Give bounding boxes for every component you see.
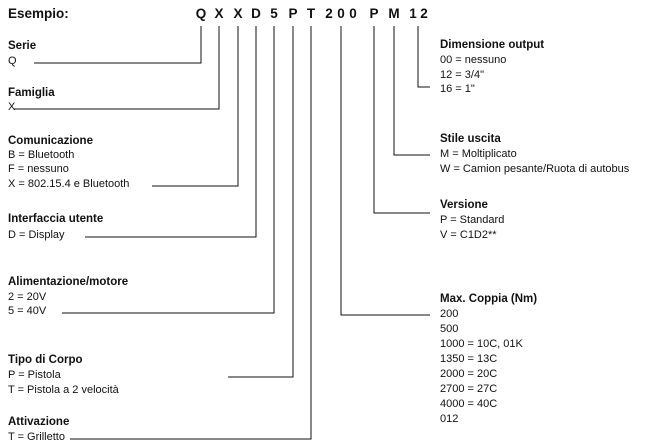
versione-option: V = C1D2** <box>440 229 497 241</box>
stile-option: M = Moltiplicato <box>440 148 517 160</box>
serie-option: Q <box>8 55 17 67</box>
corpo-title: Tipo di Corpo <box>8 354 83 366</box>
connector-attivazione <box>70 26 312 440</box>
coppia-option: 1000 = 10C, 01K <box>440 338 523 350</box>
attivazione-option: T = Grilletto <box>8 431 65 443</box>
code-char-comunicazione: X <box>233 6 243 21</box>
dimensione-option: 12 = 3/4" <box>440 69 484 81</box>
code-char-dimensione-2: 2 <box>420 6 428 21</box>
code-char-famiglia: X <box>214 6 224 21</box>
connector-interfaccia <box>85 26 257 238</box>
attivazione-title: Attivazione <box>8 416 70 428</box>
coppia-option: 012 <box>440 413 459 425</box>
coppia-title: Max. Coppia (Nm) <box>440 293 538 305</box>
connector-serie <box>34 26 202 64</box>
code-char-coppia-2: 0 <box>337 6 345 21</box>
code-char-stile: M <box>388 6 400 21</box>
alimentazione-option: 5 = 40V <box>8 305 47 317</box>
code-char-alimentazione: 5 <box>270 6 278 21</box>
comunicazione-title: Comunicazione <box>8 135 93 147</box>
famiglia-title: Famiglia <box>8 87 55 99</box>
coppia-option: 2000 = 20C <box>440 368 498 380</box>
interfaccia-title: Interfaccia utente <box>8 213 104 225</box>
corpo-option: P = Pistola <box>8 369 61 381</box>
code-char-dimensione-1: 1 <box>409 6 417 21</box>
coppia-option: 4000 = 40C <box>440 398 498 410</box>
code-char-versione: P <box>369 6 379 21</box>
code-char-serie: Q <box>195 6 207 21</box>
coppia-option: 500 <box>440 323 459 335</box>
versione-title: Versione <box>440 199 488 211</box>
coppia-option: 1350 = 13C <box>440 353 498 365</box>
dimensione-option: 16 = 1" <box>440 83 475 95</box>
connector-dimensione <box>417 26 430 88</box>
connector-corpo <box>228 26 294 378</box>
alimentazione-option: 2 = 20V <box>8 291 47 303</box>
stile-option: W = Camion pesante/Ruota di autobus <box>440 163 630 175</box>
code-char-corpo: P <box>288 6 298 21</box>
interfaccia-option: D = Display <box>8 229 65 241</box>
comunicazione-option: F = nessuno <box>8 163 69 175</box>
code-char-coppia-3: 0 <box>349 6 357 21</box>
connector-comunicazione <box>152 26 239 187</box>
connector-coppia <box>340 26 430 316</box>
connector-stile <box>393 26 430 156</box>
code-char-interfaccia: D <box>251 6 261 21</box>
alimentazione-title: Alimentazione/motore <box>8 276 129 288</box>
famiglia-option: X <box>8 101 16 113</box>
example-label: Esempio: <box>8 6 69 21</box>
dimensione-title: Dimensione output <box>440 39 545 51</box>
code-char-coppia-1: 2 <box>325 6 333 21</box>
connector-versione <box>373 26 430 214</box>
comunicazione-option: B = Bluetooth <box>8 149 75 161</box>
comunicazione-option: X = 802.15.4 e Bluetooth <box>8 178 130 190</box>
connector-alimentazione <box>62 26 275 314</box>
coppia-option: 2700 = 27C <box>440 383 498 395</box>
code-char-attivazione: T <box>306 6 316 21</box>
coppia-option: 200 <box>440 308 459 320</box>
connector-famiglia <box>14 26 220 110</box>
stile-title: Stile uscita <box>440 133 501 145</box>
corpo-option: T = Pistola a 2 velocità <box>8 384 119 396</box>
versione-option: P = Standard <box>440 214 505 226</box>
dimensione-option: 00 = nessuno <box>440 54 507 66</box>
serie-title: Serie <box>8 40 37 52</box>
